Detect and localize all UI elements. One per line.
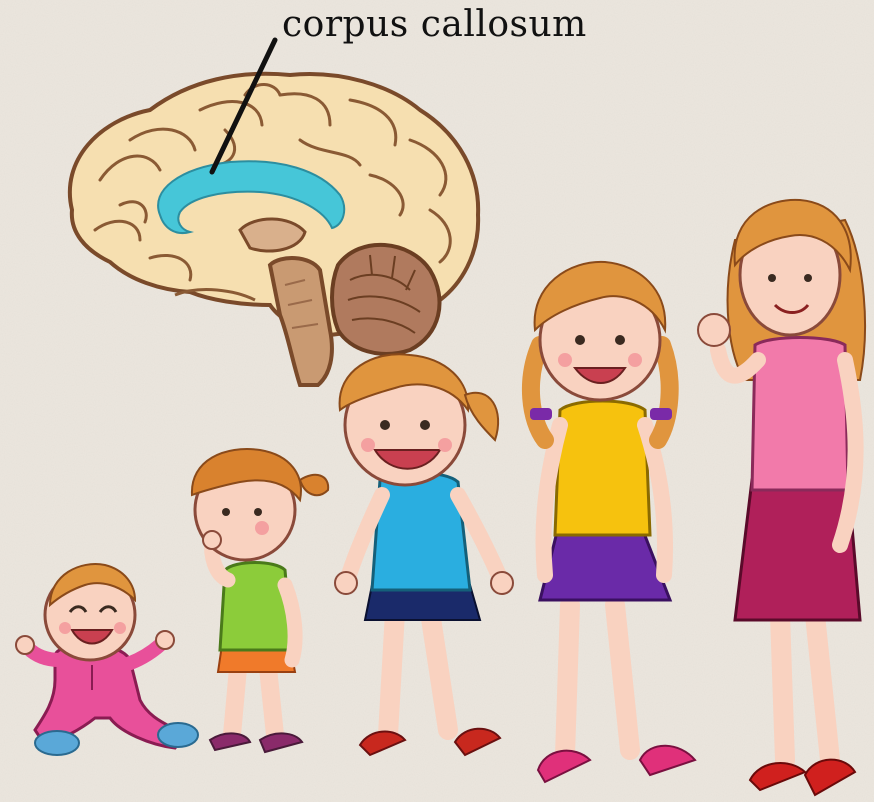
figure-adult-woman <box>698 200 865 795</box>
brainstem <box>270 258 332 385</box>
figure-toddler <box>192 449 328 752</box>
figure-baby <box>16 564 198 755</box>
brain-illustration <box>70 74 478 385</box>
figure-older-child <box>530 262 695 782</box>
figure-young-child <box>335 354 513 755</box>
